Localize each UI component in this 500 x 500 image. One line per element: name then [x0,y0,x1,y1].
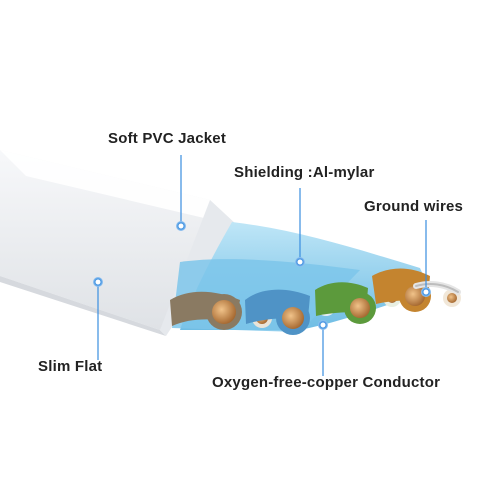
label-slim-flat: Slim Flat [38,358,103,375]
leader-slim [93,277,103,360]
label-ground-wires: Ground wires [364,198,464,215]
leader-jacket [176,155,186,231]
label-copper-conductor: Oxygen-free-copper Conductor [212,374,441,391]
twisted-pairs [170,268,461,335]
label-soft-pvc-jacket: Soft PVC Jacket [108,130,227,147]
leader-conductor [318,320,328,376]
leader-shielding [295,188,305,267]
leader-ground [421,220,431,297]
label-shielding: Shielding :Al-mylar [234,164,375,181]
